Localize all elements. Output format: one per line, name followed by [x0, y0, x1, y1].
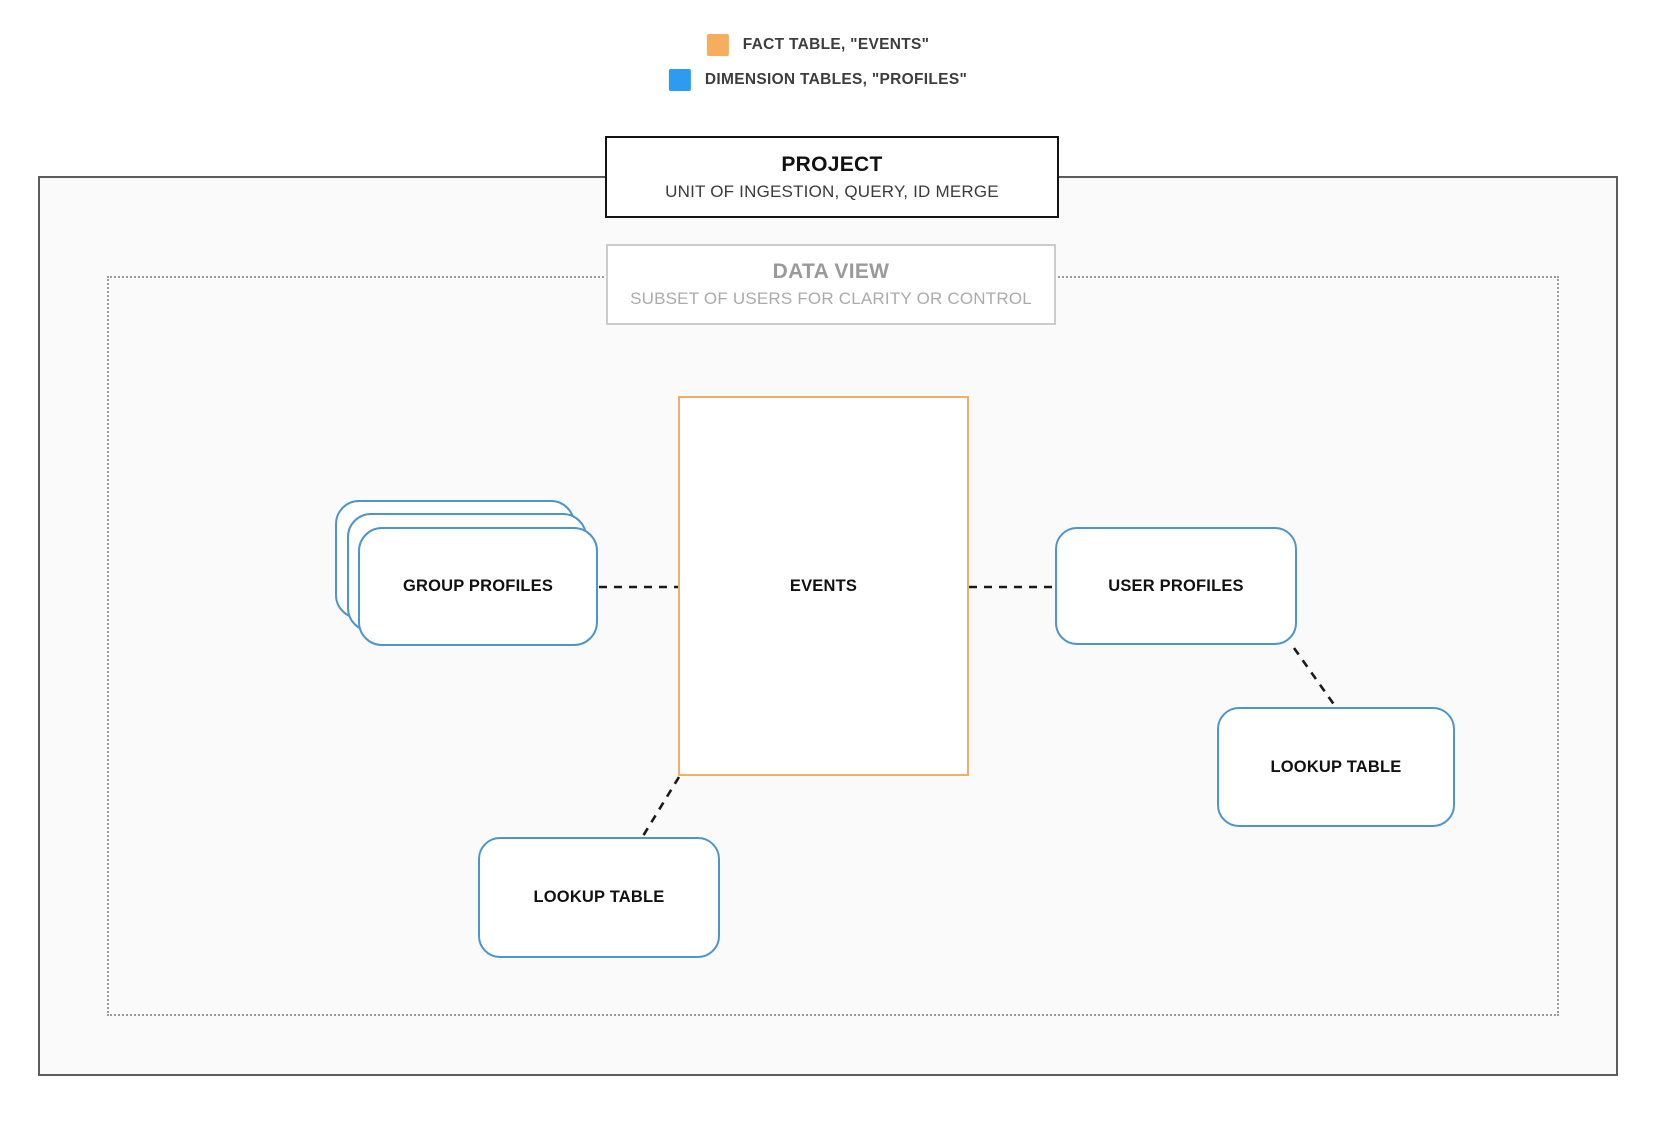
project-subtitle: UNIT OF INGESTION, QUERY, ID MERGE — [665, 181, 999, 201]
data-view-subtitle: SUBSET OF USERS FOR CLARITY OR CONTROL — [630, 289, 1032, 308]
group-profiles-label: GROUP PROFILES — [402, 577, 554, 595]
events-node: EVENTS — [678, 396, 969, 776]
lookup-table-bottom-label: LOOKUP TABLE — [533, 888, 665, 906]
group-profiles-node: GROUP PROFILES — [358, 527, 598, 646]
legend-item-fact-table: FACT TABLE, "EVENTS" — [706, 34, 930, 56]
legend-label-fact-table: FACT TABLE, "EVENTS" — [742, 36, 930, 53]
project-title: PROJECT — [781, 152, 883, 176]
dimension-tables-color-swatch — [668, 69, 691, 91]
events-label: EVENTS — [789, 576, 858, 595]
data-view-header: DATA VIEW SUBSET OF USERS FOR CLARITY OR… — [606, 244, 1056, 325]
project-header: PROJECT UNIT OF INGESTION, QUERY, ID MER… — [605, 136, 1059, 218]
data-view-title: DATA VIEW — [772, 260, 890, 283]
lookup-table-bottom-node: LOOKUP TABLE — [478, 837, 720, 958]
user-profiles-node: USER PROFILES — [1055, 527, 1297, 645]
legend-label-dimension-tables: DIMENSION TABLES, "PROFILES" — [704, 71, 968, 88]
fact-table-color-swatch — [706, 34, 729, 56]
legend-item-dimension-tables: DIMENSION TABLES, "PROFILES" — [668, 69, 968, 91]
lookup-table-right-label: LOOKUP TABLE — [1270, 757, 1402, 776]
lookup-table-right-node: LOOKUP TABLE — [1217, 707, 1455, 827]
user-profiles-label: USER PROFILES — [1108, 576, 1244, 595]
legend: FACT TABLE, "EVENTS" DIMENSION TABLES, "… — [668, 34, 968, 91]
